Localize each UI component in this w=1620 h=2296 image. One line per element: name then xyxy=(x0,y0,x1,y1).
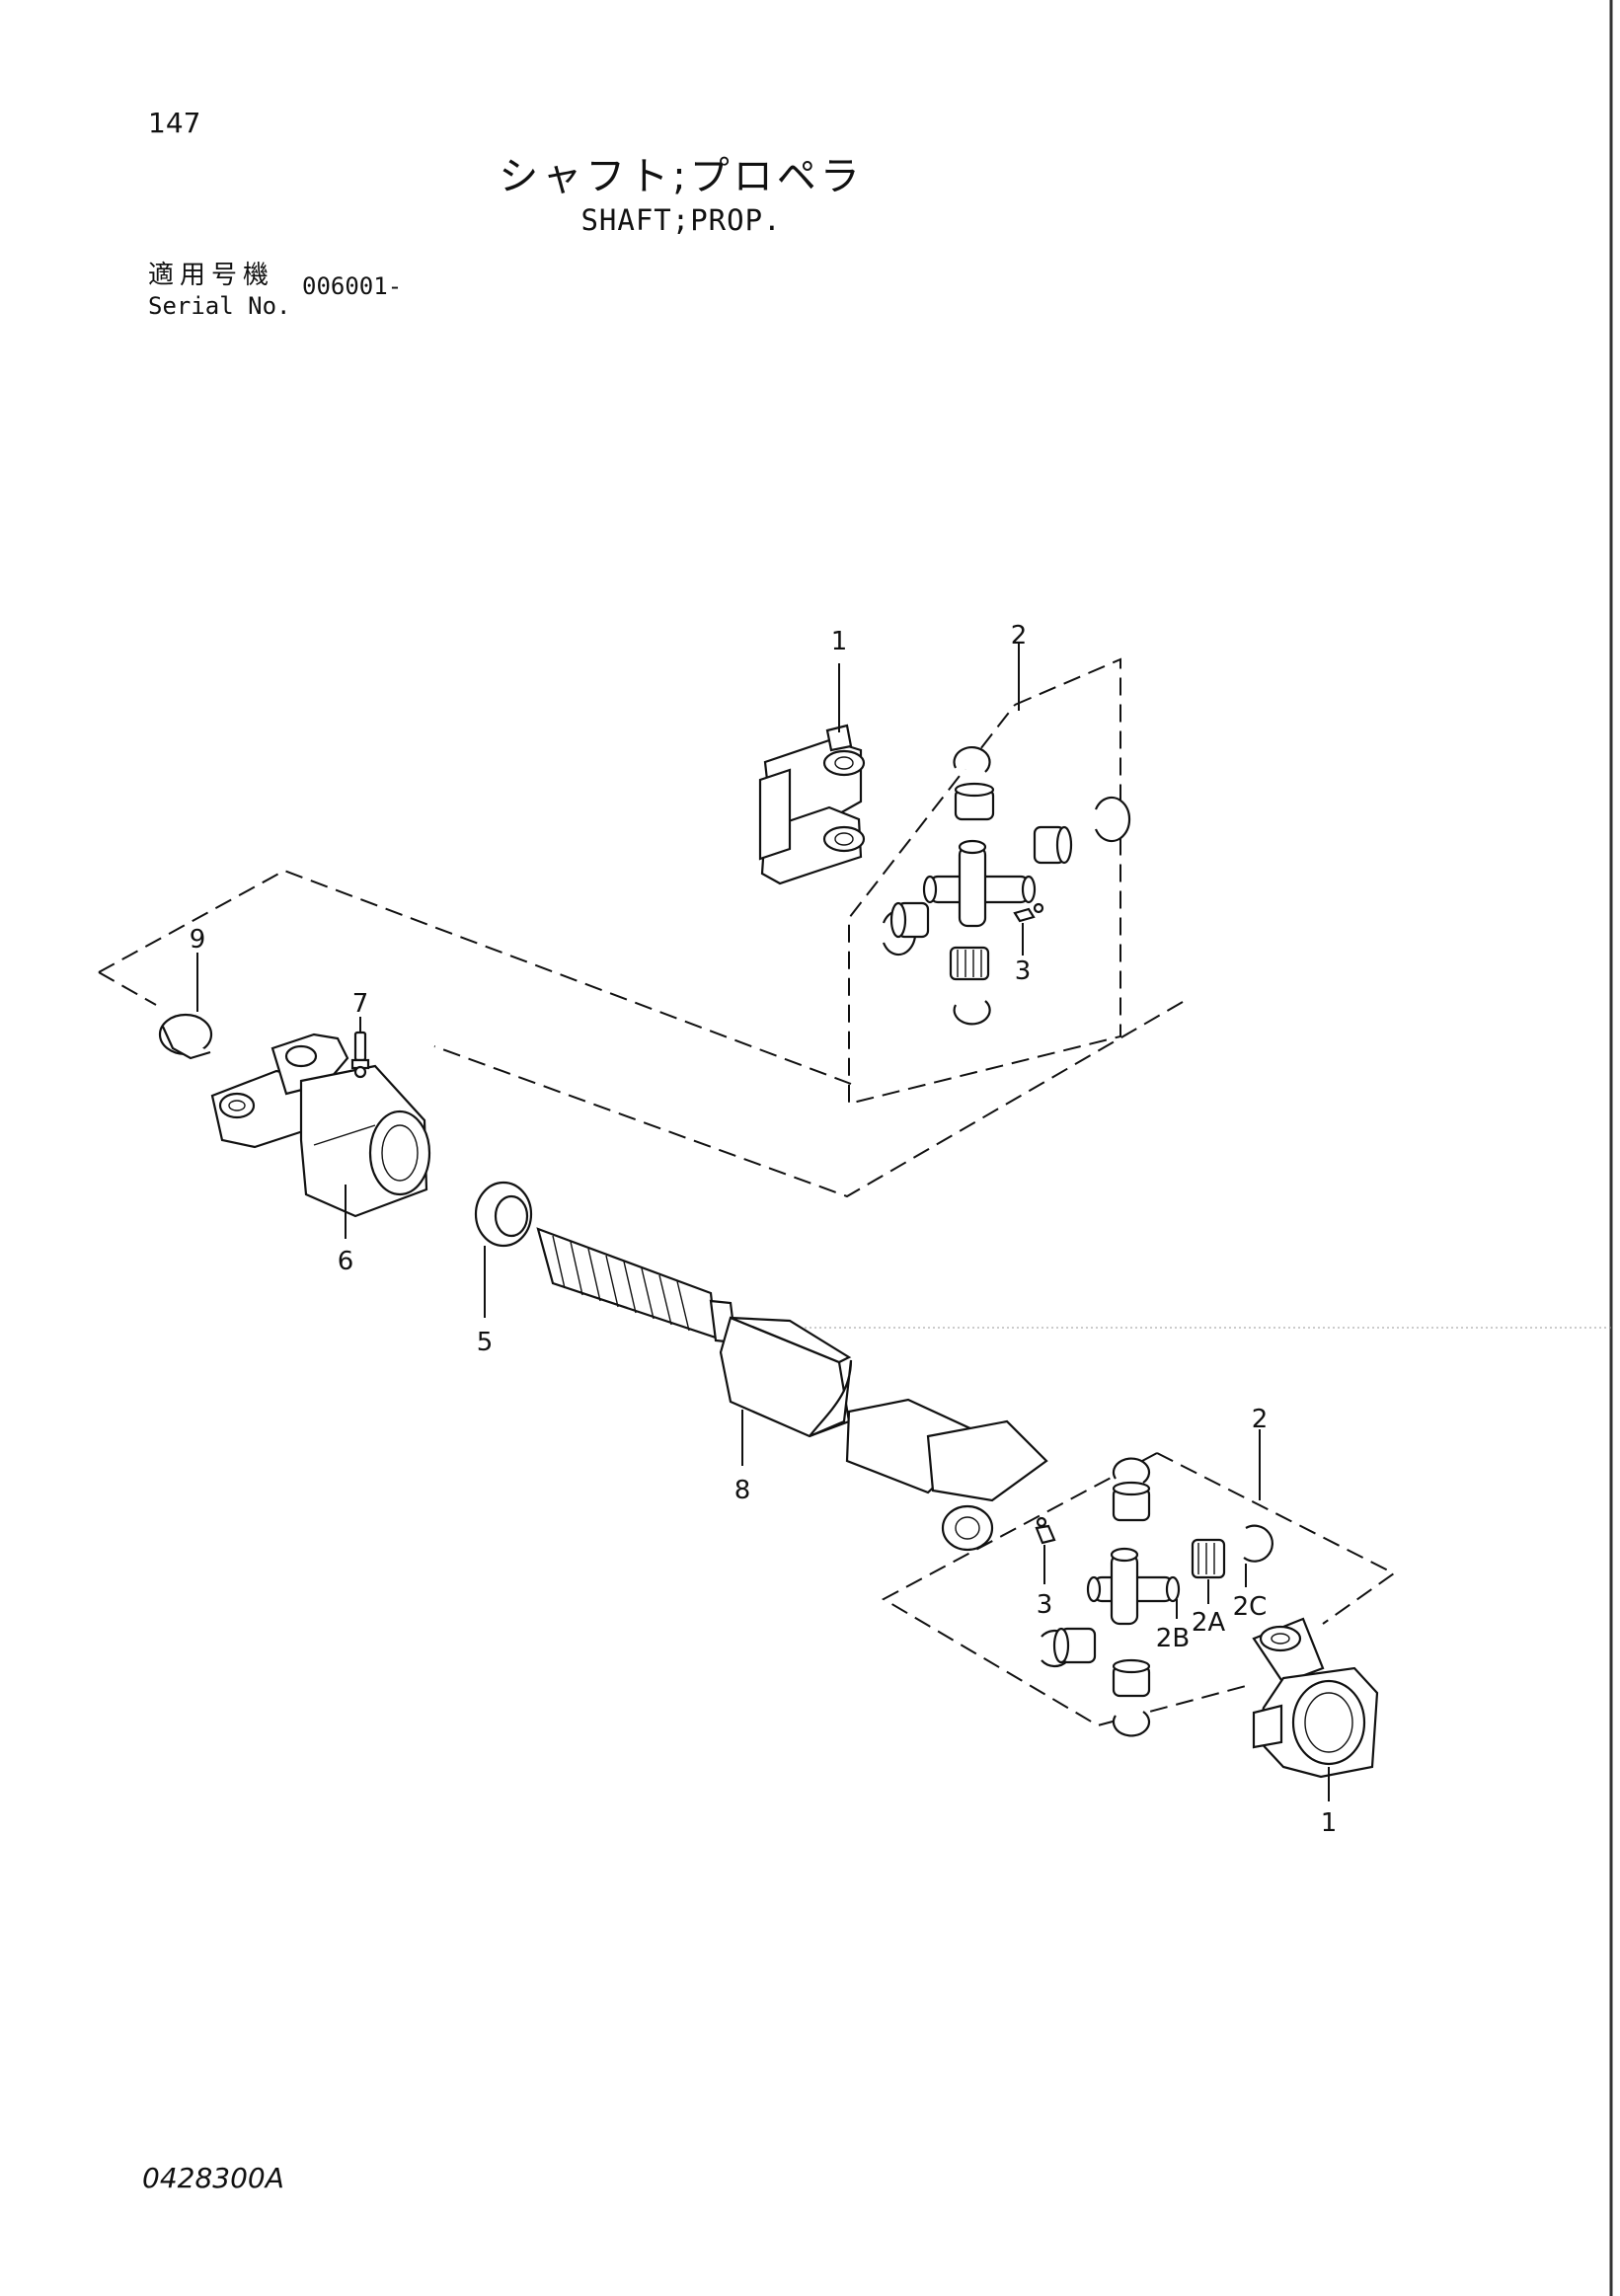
cross-spider-part xyxy=(1086,1547,1181,1626)
title-japanese: シャフト;プロペラ xyxy=(499,154,864,199)
top-yoke-part xyxy=(758,724,866,885)
callout-6: 6 xyxy=(338,1247,354,1276)
bottom-assembly-panel-top xyxy=(1156,1452,1396,1625)
bearing-cap-icon xyxy=(1052,1627,1097,1664)
needle-bearing-icon xyxy=(1191,1538,1226,1579)
serial-label-japanese: 適用号機 xyxy=(148,261,275,290)
snap-ring-icon xyxy=(953,1000,991,1026)
bottom-joint-group xyxy=(881,1452,1396,1779)
top-assembly-panel xyxy=(848,657,1121,1106)
slip-yoke-group xyxy=(158,1013,431,1218)
drawing-code: 0428300A xyxy=(142,2162,284,2194)
callout-1-top: 1 xyxy=(831,627,848,656)
callout-2c: 2C xyxy=(1233,1592,1268,1622)
bearing-cap-icon xyxy=(889,901,930,939)
snap-ring-icon xyxy=(1112,1711,1151,1737)
title-english: SHAFT;PROP. xyxy=(580,203,782,237)
top-joint-group xyxy=(98,657,1184,1198)
callout-2b: 2B xyxy=(1156,1624,1190,1653)
callout-7: 7 xyxy=(352,989,369,1019)
page-number: 147 xyxy=(148,107,201,139)
cross-spider-part xyxy=(922,839,1037,928)
screw-part xyxy=(350,1031,370,1079)
seal-ring-part xyxy=(474,1181,533,1248)
callout-2-bottom: 2 xyxy=(1252,1405,1269,1434)
snap-ring-icon xyxy=(1243,1524,1273,1563)
bearing-cap-icon xyxy=(1112,1658,1151,1698)
serial-label-english: Serial No. xyxy=(148,292,291,320)
propeller-shaft-part xyxy=(536,1227,1048,1552)
link-line-left xyxy=(98,971,157,1006)
flange-yoke-part xyxy=(1252,1617,1379,1779)
callout-9: 9 xyxy=(190,925,206,955)
callout-5: 5 xyxy=(477,1328,494,1357)
callout-8: 8 xyxy=(734,1476,751,1505)
bearing-cap-icon xyxy=(954,782,995,821)
bearing-cap-icon xyxy=(1112,1481,1151,1522)
snap-ring-icon xyxy=(1112,1457,1151,1484)
grease-nipple-icon xyxy=(1013,902,1044,923)
callout-3-bottom: 3 xyxy=(1037,1590,1053,1620)
needle-bearing-icon xyxy=(949,946,990,981)
link-line-top xyxy=(98,869,852,1085)
callout-2a: 2A xyxy=(1192,1608,1226,1638)
callout-1-bottom: 1 xyxy=(1321,1808,1338,1838)
bottom-assembly-panel-bottom xyxy=(881,1452,1247,1727)
callout-2-top: 2 xyxy=(1011,621,1028,651)
bearing-cap-icon xyxy=(1033,825,1073,865)
snap-ring-icon xyxy=(1094,796,1131,843)
plug-cap-part xyxy=(158,1013,213,1060)
snap-ring-icon xyxy=(953,745,991,773)
slip-yoke-part xyxy=(210,1033,431,1218)
link-line-bottom xyxy=(433,1001,1184,1198)
callout-3-top: 3 xyxy=(1015,957,1032,986)
leader-lines xyxy=(196,644,1330,1801)
grease-nipple-icon xyxy=(1035,1516,1056,1545)
serial-number-value: 006001- xyxy=(302,272,403,300)
